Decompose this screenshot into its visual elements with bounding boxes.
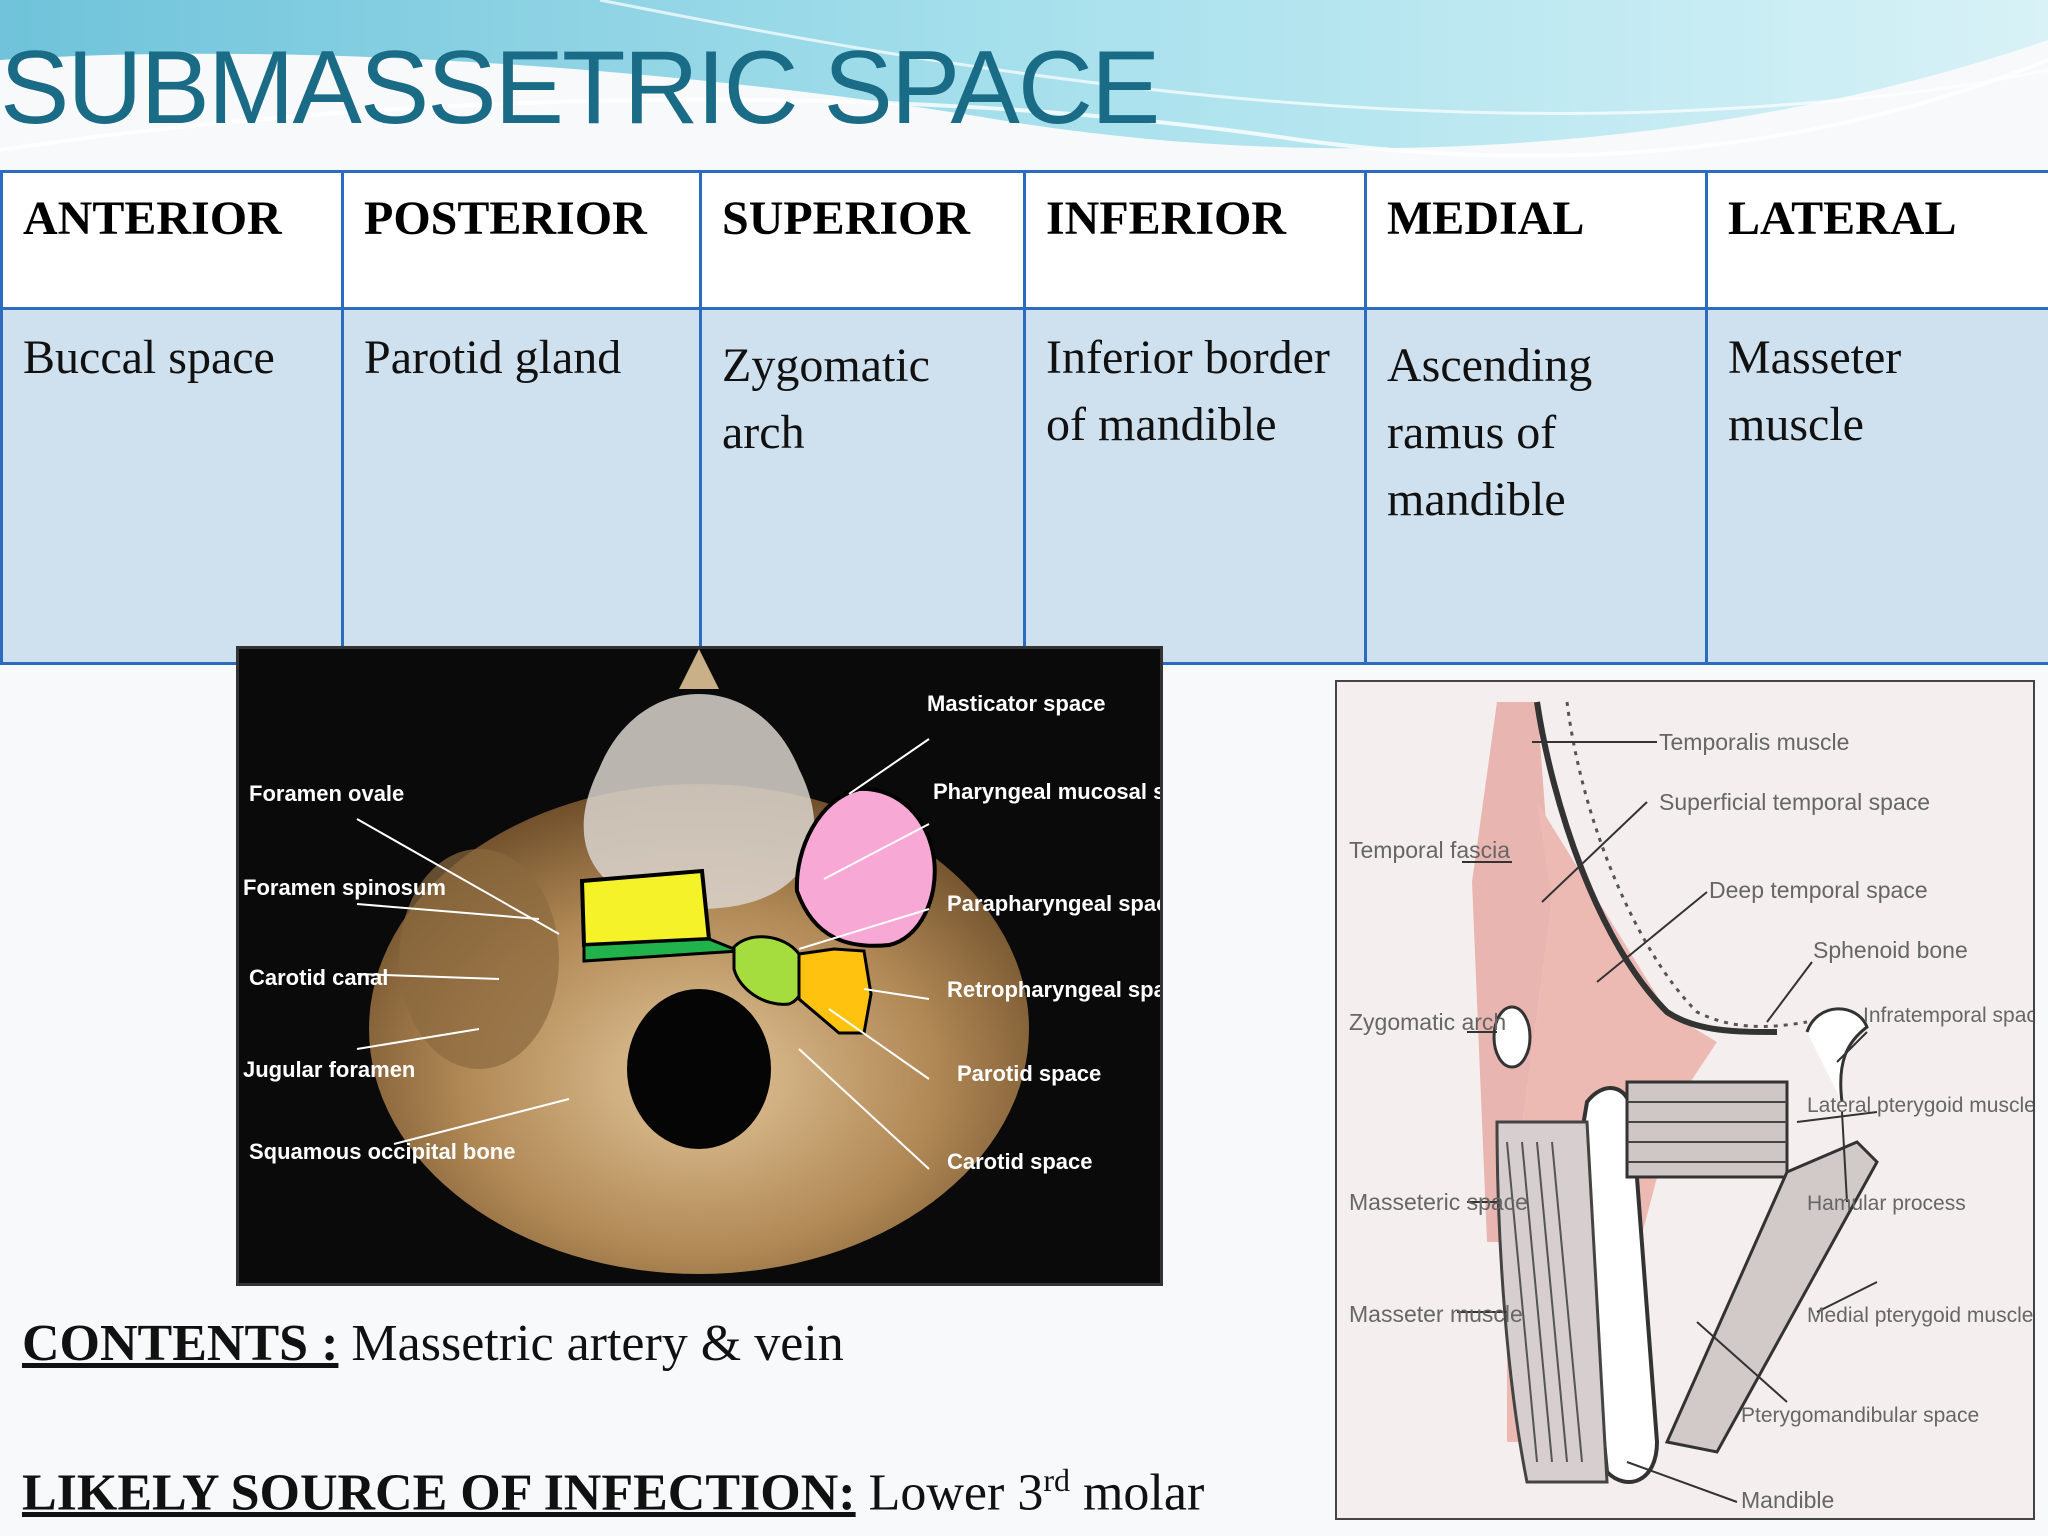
foramen-magnum-shape — [627, 989, 771, 1149]
cell-superior: Zygomatic arch — [699, 307, 1026, 665]
cell-lateral: Masseter muscle — [1705, 307, 2048, 665]
label-carotid-canal: Carotid canal — [249, 965, 388, 990]
label-superficial-temporal-space: Superficial temporal space — [1659, 789, 1930, 815]
skull-base-ct-image: Foramen ovale Foramen spinosum Carotid c… — [236, 646, 1163, 1286]
header-posterior: POSTERIOR — [341, 170, 702, 310]
label-foramen-ovale: Foramen ovale — [249, 781, 404, 806]
label-zygomatic-arch: Zygomatic arch — [1349, 1009, 1506, 1035]
label-squamous-occipital-bone: Squamous occipital bone — [249, 1139, 515, 1164]
label-masticator-space: Masticator space — [927, 691, 1106, 716]
infection-source-text: Lower 3 — [855, 1464, 1044, 1522]
temporalis-muscle-shape — [1472, 702, 1552, 1242]
header-lateral: LATERAL — [1705, 170, 2048, 310]
header-medial: MEDIAL — [1364, 170, 1708, 310]
label-deep-temporal-space: Deep temporal space — [1709, 877, 1928, 903]
label-infratemporal-space: Infratemporal space — [1863, 1004, 2033, 1027]
contents-label: CONTENTS : — [22, 1315, 339, 1372]
cell-posterior: Parotid gland — [341, 307, 702, 665]
header-superior: SUPERIOR — [699, 170, 1026, 310]
table-row: Buccal space Parotid gland Zygomatic arc… — [0, 307, 2048, 665]
zygomatic-arch-shape — [1492, 1005, 1532, 1069]
label-parotid-space: Parotid space — [957, 1061, 1101, 1086]
label-pterygomandibular-space: Pterygomandibular space — [1741, 1404, 1979, 1427]
label-temporal-fascia: Temporal fascia — [1349, 837, 1510, 863]
slide-title: SUBMASSETRIC SPACE — [0, 30, 1160, 146]
infection-source-label: LIKELY SOURCE OF INFECTION: — [22, 1464, 856, 1522]
cell-medial: Ascending ramus of mandible — [1364, 307, 1708, 665]
cell-inferior: Inferior border of mandible — [1023, 307, 1367, 665]
label-medial-pterygoid-muscle: Medial pterygoid muscle — [1807, 1304, 2033, 1327]
parapharyngeal-space-shape — [579, 868, 712, 948]
label-masseteric-space: Masseteric space — [1349, 1189, 1528, 1215]
infection-source-text-end: molar — [1069, 1464, 1205, 1522]
cell-anterior: Buccal space — [0, 307, 344, 665]
mandible-shape — [1574, 1086, 1660, 1484]
boundaries-table: ANTERIOR POSTERIOR SUPERIOR INFERIOR MED… — [0, 170, 2048, 665]
contents-text: Massetric artery & vein — [338, 1315, 844, 1372]
label-foramen-spinosum: Foramen spinosum — [243, 875, 446, 900]
contents-line: CONTENTS : Massetric artery & vein — [22, 1314, 844, 1373]
label-mandible: Mandible — [1741, 1487, 1834, 1513]
pink-space-shape — [794, 786, 937, 948]
carotid-space-shape — [797, 947, 873, 1035]
label-retropharyngeal-space: Retropharyngeal space — [947, 977, 1160, 1002]
header-wave-decoration — [0, 0, 2048, 158]
label-sphenoid-bone: Sphenoid bone — [1813, 937, 1968, 963]
header-anterior: ANTERIOR — [0, 170, 344, 310]
infection-source-line: LIKELY SOURCE OF INFECTION: Lower 3rd mo… — [22, 1462, 1204, 1522]
label-lateral-pterygoid-muscle: Lateral pterygoid muscle — [1807, 1094, 2033, 1117]
label-hamular-process: Hamular process — [1807, 1192, 1966, 1215]
label-pharyngeal-mucosal-space: Pharyngeal mucosal space — [933, 779, 1160, 804]
infection-source-superscript: rd — [1043, 1462, 1070, 1498]
label-temporalis-muscle: Temporalis muscle — [1659, 729, 1849, 755]
label-parapharyngeal-space: Parapharyngeal space — [947, 891, 1160, 916]
hamular-process-shape — [1805, 1007, 1869, 1103]
coronal-section-diagram: Temporalis muscle Superficial temporal s… — [1335, 680, 2035, 1520]
table-header-row: ANTERIOR POSTERIOR SUPERIOR INFERIOR MED… — [0, 170, 2048, 310]
label-jugular-foramen: Jugular foramen — [243, 1057, 415, 1082]
skull-bone-shape — [1565, 701, 1808, 1028]
header-inferior: INFERIOR — [1023, 170, 1367, 310]
medial-pterygoid-shape — [1664, 1140, 1879, 1454]
deep-temporal-fascia-shape — [1534, 701, 1778, 1035]
facial-bones-shape — [583, 694, 815, 909]
label-carotid-space: Carotid space — [947, 1149, 1093, 1174]
label-masseter-muscle: Masseter muscle — [1349, 1301, 1523, 1327]
